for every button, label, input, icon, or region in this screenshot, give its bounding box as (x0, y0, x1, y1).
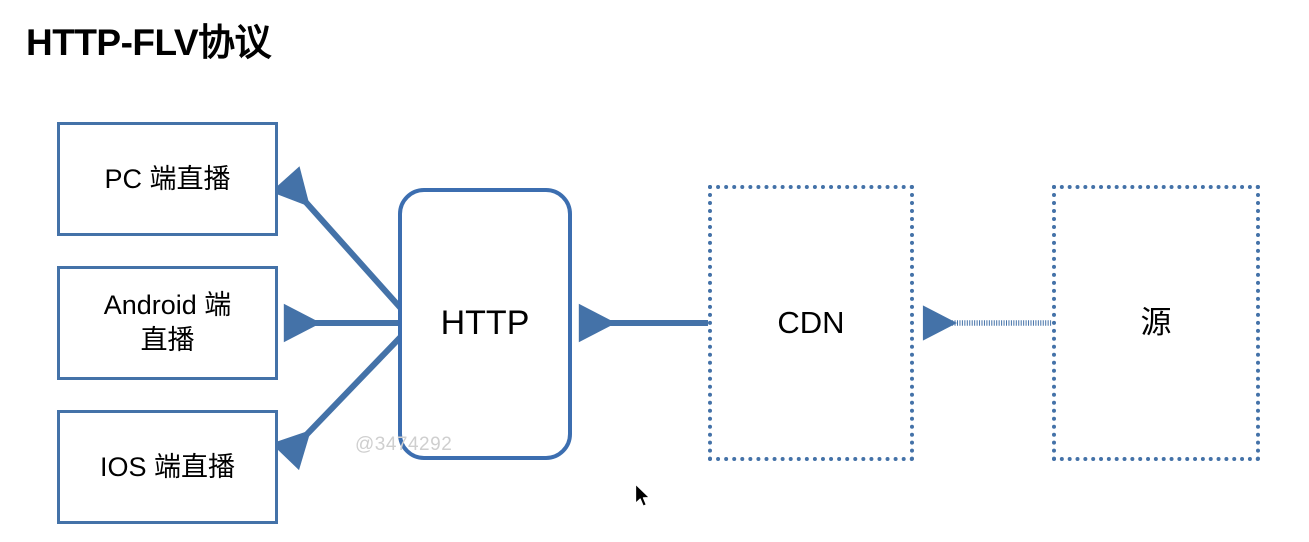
node-pc-live[interactable]: PC 端直播 (57, 122, 278, 236)
arrow-http-to-pc (270, 166, 417, 326)
page-title: HTTP-FLV协议 (26, 22, 272, 63)
node-http-label: HTTP (440, 304, 530, 343)
node-cdn[interactable]: CDN (708, 185, 914, 461)
node-http[interactable]: HTTP (398, 188, 572, 460)
node-origin-label: 源 (1140, 305, 1172, 341)
node-cdn-label: CDN (777, 305, 845, 341)
watermark: @3474292 (355, 434, 453, 455)
node-ios-live[interactable]: IOS 端直播 (57, 410, 278, 524)
mouse-cursor-icon (634, 483, 651, 507)
node-android-live-label: Android 端 直播 (103, 290, 232, 355)
node-origin[interactable]: 源 (1052, 185, 1260, 461)
node-android-live[interactable]: Android 端 直播 (57, 266, 278, 380)
node-pc-live-label: PC 端直播 (104, 163, 231, 194)
node-ios-live-label: IOS 端直播 (99, 451, 235, 482)
